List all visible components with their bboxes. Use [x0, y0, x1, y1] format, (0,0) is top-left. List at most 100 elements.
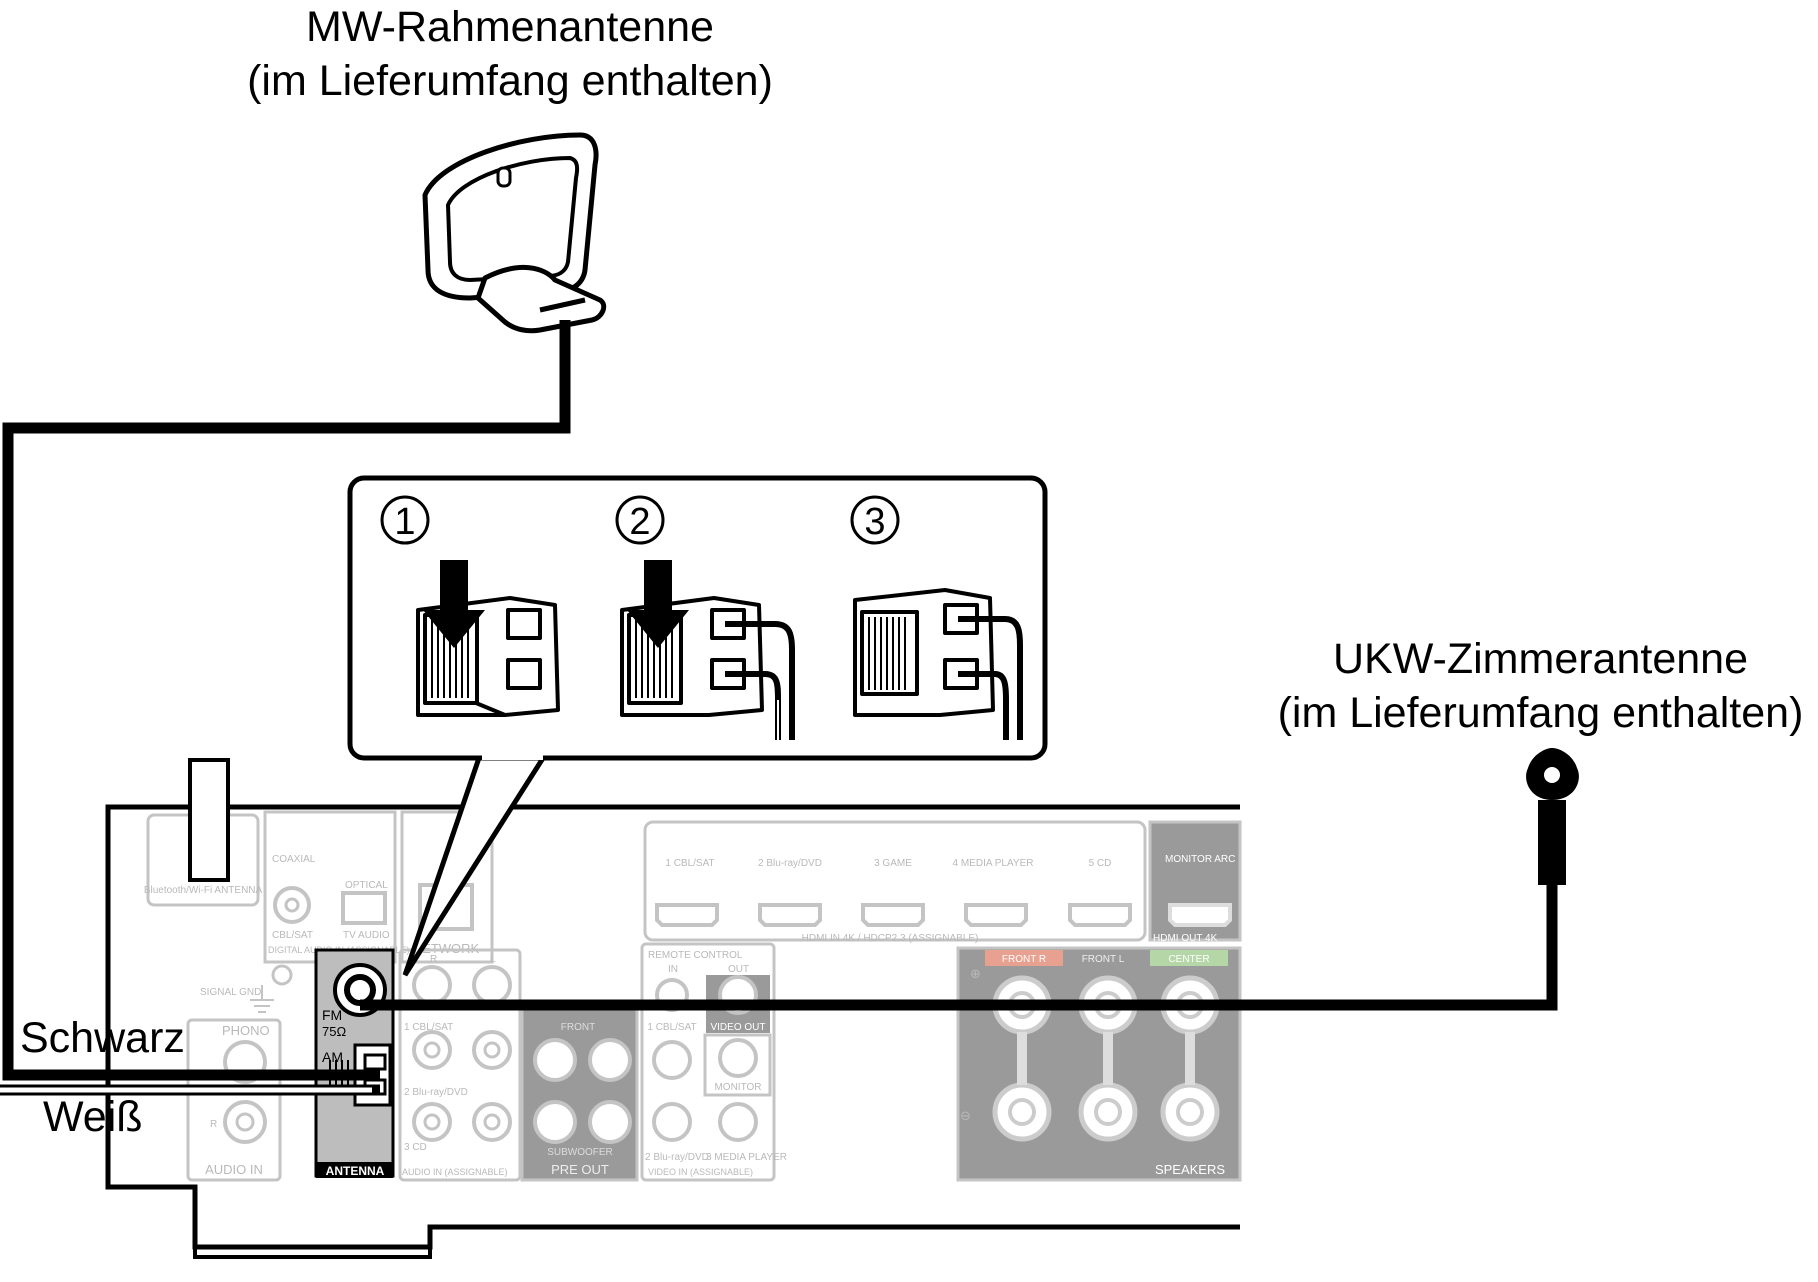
hdmi-in-block	[643, 820, 1147, 942]
fm-antenna-hole	[1544, 767, 1560, 783]
remote-out-label: OUT	[728, 964, 749, 975]
video-in-assignable-label: VIDEO IN (ASSIGNABLE)	[648, 1167, 753, 1177]
center-label: CENTER	[1168, 954, 1209, 965]
fm-cable	[360, 885, 1558, 1011]
step-1-number: 1	[394, 501, 415, 543]
fm-antenna-caption-line2: (im Lieferumfang enthalten)	[1277, 689, 1804, 737]
am-antenna-caption-line2: (im Lieferumfang enthalten)	[247, 57, 773, 105]
audio-in-assignable-block	[398, 948, 522, 1182]
hdmi-out-port	[1168, 903, 1232, 927]
pre-out-label: PRE OUT	[551, 1162, 609, 1177]
step-3-circle	[850, 495, 900, 545]
audio-in-source-3: 3 CD	[404, 1142, 427, 1153]
step-2-arrow	[627, 560, 689, 648]
hdmi-in-label-1: 1 CBL/SAT	[665, 858, 714, 869]
fm-label: FM	[322, 1007, 342, 1023]
video-out-label: VIDEO OUT	[710, 1022, 765, 1033]
signal-gnd-label: SIGNAL GND	[200, 987, 261, 998]
optical-label: OPTICAL	[345, 880, 388, 891]
hdmi-in-label-2: 2 Blu-ray/DVD	[758, 858, 822, 869]
hdmi-out-label: HDMI OUT 4K	[1153, 933, 1218, 944]
pre-out-jacks	[533, 1038, 632, 1144]
tv-audio-label: TV AUDIO	[343, 930, 390, 941]
coaxial-label: COAXIAL	[272, 854, 316, 865]
bt-antenna-stub	[188, 758, 230, 882]
cables	[0, 320, 1558, 1096]
center-tag	[1150, 950, 1228, 966]
antenna-label-bar	[316, 1162, 393, 1178]
phono-jack-r-pin	[235, 1112, 255, 1132]
am-antenna-caption-line1: MW-Rahmenantenne	[306, 3, 714, 51]
hdmi-in-label-5: 5 CD	[1089, 858, 1112, 869]
step-2-wires	[725, 621, 795, 740]
fm-indoor-antenna	[1526, 748, 1579, 885]
network-block	[400, 810, 494, 964]
fm-antenna-body	[1538, 800, 1566, 885]
subwoofer-label: SUBWOOFER	[547, 1147, 613, 1158]
am-loop-hole	[496, 166, 512, 188]
phono-audio-in-block	[186, 1018, 282, 1182]
am-loop-antenna	[422, 132, 607, 334]
coaxial-jack-pin	[284, 897, 300, 913]
fm-antenna-caption: UKW-Zimmerantenne (im Lieferumfang entha…	[1268, 632, 1813, 740]
front-r-tag	[985, 950, 1063, 966]
video-in-jack-3	[718, 1102, 758, 1142]
am-label: AM	[322, 1049, 343, 1065]
antenna-label: ANTENNA	[326, 1164, 385, 1178]
video-block	[640, 942, 776, 1182]
am-terminal-slot-top	[363, 1053, 387, 1071]
am-loop-stand	[475, 264, 607, 334]
remote-control-label: REMOTE CONTROL	[648, 950, 743, 961]
step-3-terminal	[853, 588, 995, 717]
speakers-label: SPEAKERS	[1155, 1162, 1225, 1177]
step-3-number: 3	[864, 501, 885, 543]
am-antenna-caption: MW-Rahmenantenne (im Lieferumfang enthal…	[200, 0, 820, 108]
wire-label-black: Schwarz	[20, 1014, 185, 1062]
audio-in-l-label: L	[490, 954, 496, 965]
fm-jack-inner	[344, 974, 376, 1006]
hdmi-in-label-3: 3 GAME	[874, 858, 912, 869]
callout: 1 2 3	[347, 475, 1048, 977]
remote-in-label: IN	[668, 964, 678, 975]
fm-antenna-caption-line1: UKW-Zimmerantenne	[1333, 635, 1748, 683]
optical-jack	[341, 891, 387, 925]
ground-symbol	[250, 985, 274, 1013]
audio-in-source-1: 1 CBL/SAT	[404, 1022, 453, 1033]
monitor-jack-frame	[703, 1033, 772, 1097]
cbl-sat-digital-label: CBL/SAT	[272, 930, 313, 941]
step-1-circle	[380, 495, 430, 545]
speaker-plus-label: ⊕	[970, 966, 981, 981]
hdmi-monitor-arc-label: MONITOR ARC	[1165, 854, 1235, 865]
video-in-source-1: 1 CBL/SAT	[647, 1022, 696, 1033]
chassis-foot	[193, 1247, 432, 1259]
phono-r-label: R	[210, 1119, 217, 1130]
signal-gnd-screw	[271, 964, 293, 986]
video-in-jack-1	[652, 1040, 692, 1080]
am-cable	[2, 320, 571, 1081]
audio-in-assignable-label: AUDIO IN (ASSIGNABLE)	[402, 1167, 508, 1177]
video-in-source-3: 3 MEDIA PLAYER	[706, 1152, 787, 1163]
pre-out-front-label: FRONT	[561, 1022, 595, 1033]
receiver-rear-panel: Bluetooth/Wi-Fi ANTENNA COAXIAL OPTICAL …	[105, 758, 1242, 1259]
hdmi-in-ports	[655, 903, 1132, 927]
phono-jack-l	[223, 1040, 267, 1084]
step-2-number: 2	[629, 501, 650, 543]
audio-in-source-2: 2 Blu-ray/DVD	[404, 1087, 468, 1098]
phono-jack-r	[223, 1100, 267, 1144]
chassis-outline	[105, 804, 1240, 1250]
step-2-circle	[615, 495, 665, 545]
video-in-jack-2	[652, 1102, 692, 1142]
step-3: 3	[850, 495, 900, 545]
step-2-terminal	[620, 596, 764, 717]
audio-in-r-label: R	[430, 954, 437, 965]
coaxial-jack	[273, 886, 311, 924]
speaker-minus-label: ⊖	[960, 1108, 971, 1123]
monitor-label: MONITOR	[714, 1082, 761, 1093]
monitor-jack	[718, 1038, 758, 1078]
hdmi-in-label-4: 4 MEDIA PLAYER	[953, 858, 1034, 869]
front-r-label: FRONT R	[1002, 954, 1046, 965]
fm-ohm-label: 75Ω	[322, 1024, 346, 1039]
step-3-wires	[958, 616, 1023, 740]
